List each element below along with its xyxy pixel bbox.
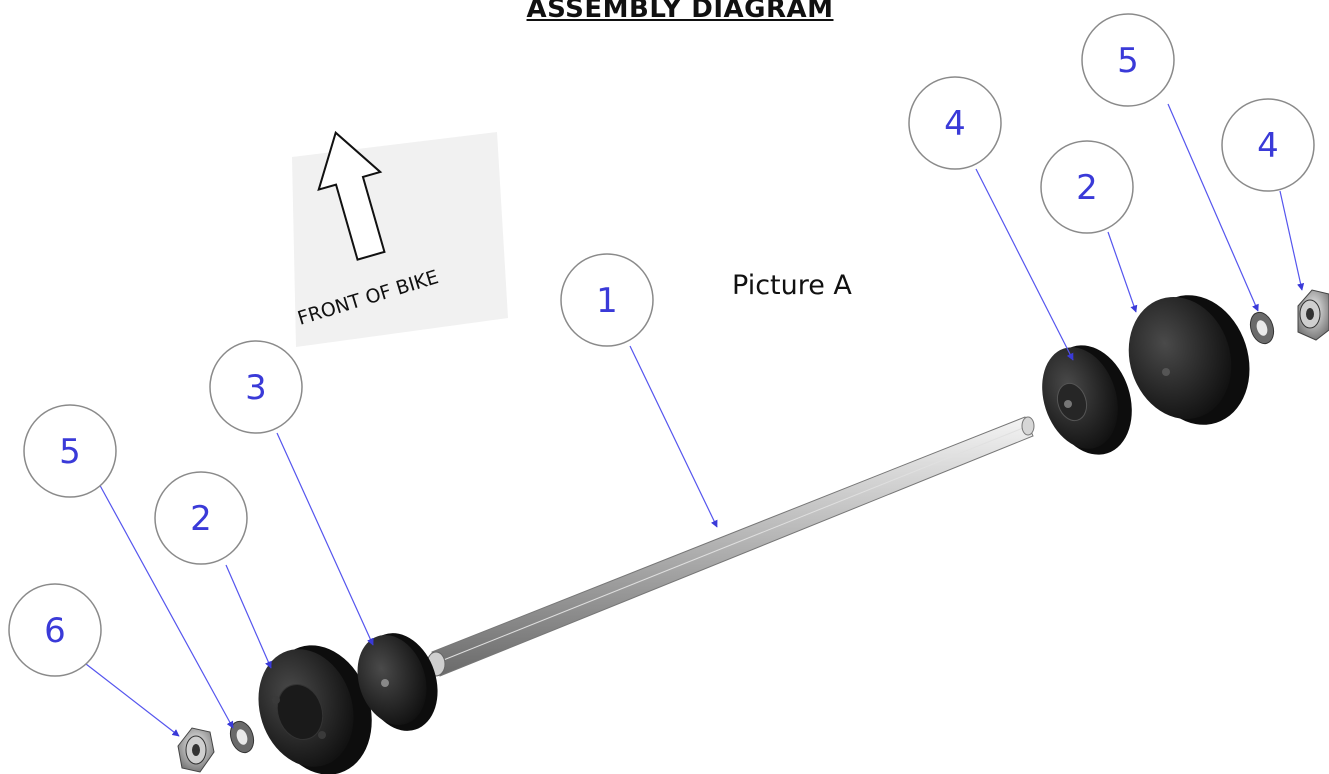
washer-right-part [1249, 311, 1275, 345]
balloon-2-right: 2 [1040, 140, 1134, 234]
front-of-bike-indicator: FRONT OF BIKE [292, 130, 508, 347]
balloon-4: 4 [908, 76, 1002, 170]
balloon-4-right-number: 4 [1257, 126, 1279, 166]
leader-line-2-right [1107, 231, 1138, 313]
washer-left-part [229, 720, 255, 754]
bearing-right-part [1042, 345, 1132, 455]
leader-line-5-right [1167, 103, 1259, 312]
balloon-2-right-number: 2 [1076, 168, 1098, 208]
leader-line-3 [276, 432, 374, 646]
leader-line-5-left [96, 479, 234, 729]
leader-line-2-left [225, 564, 272, 669]
balloon-2-left-number: 2 [190, 499, 212, 539]
axle-part [426, 416, 1035, 677]
up-arrow-icon [317, 130, 386, 261]
balloon-5-left-number: 5 [59, 432, 81, 472]
nut-left-part [177, 727, 215, 773]
leader-line-4 [975, 168, 1074, 361]
diagram-title: ASSEMBLY DIAGRAM [526, 0, 834, 24]
nut-right-part [1297, 289, 1329, 341]
wheel-left-part [258, 645, 372, 774]
spacer-part [357, 633, 438, 731]
balloon-6-number: 6 [44, 611, 66, 651]
picture-label: Picture A [732, 270, 852, 301]
leader-line-1 [629, 345, 718, 528]
leader-lines [85, 103, 1305, 737]
leader-line-4-right [1279, 190, 1305, 291]
balloon-4-right: 4 [1221, 98, 1315, 192]
balloon-3-number: 3 [245, 368, 267, 408]
balloon-4-number: 4 [944, 104, 966, 144]
balloon-2-left: 2 [154, 471, 248, 565]
balloon-5-right-number: 5 [1117, 41, 1139, 81]
balloon-3: 3 [209, 340, 303, 434]
leader-line-6 [85, 663, 180, 737]
balloon-1: 1 [560, 253, 654, 347]
balloon-5-right: 5 [1081, 13, 1175, 107]
balloon-1-number: 1 [596, 281, 618, 321]
balloon-6: 6 [8, 583, 102, 677]
balloon-5-left: 5 [23, 404, 117, 498]
wheel-right-part [1128, 295, 1250, 425]
